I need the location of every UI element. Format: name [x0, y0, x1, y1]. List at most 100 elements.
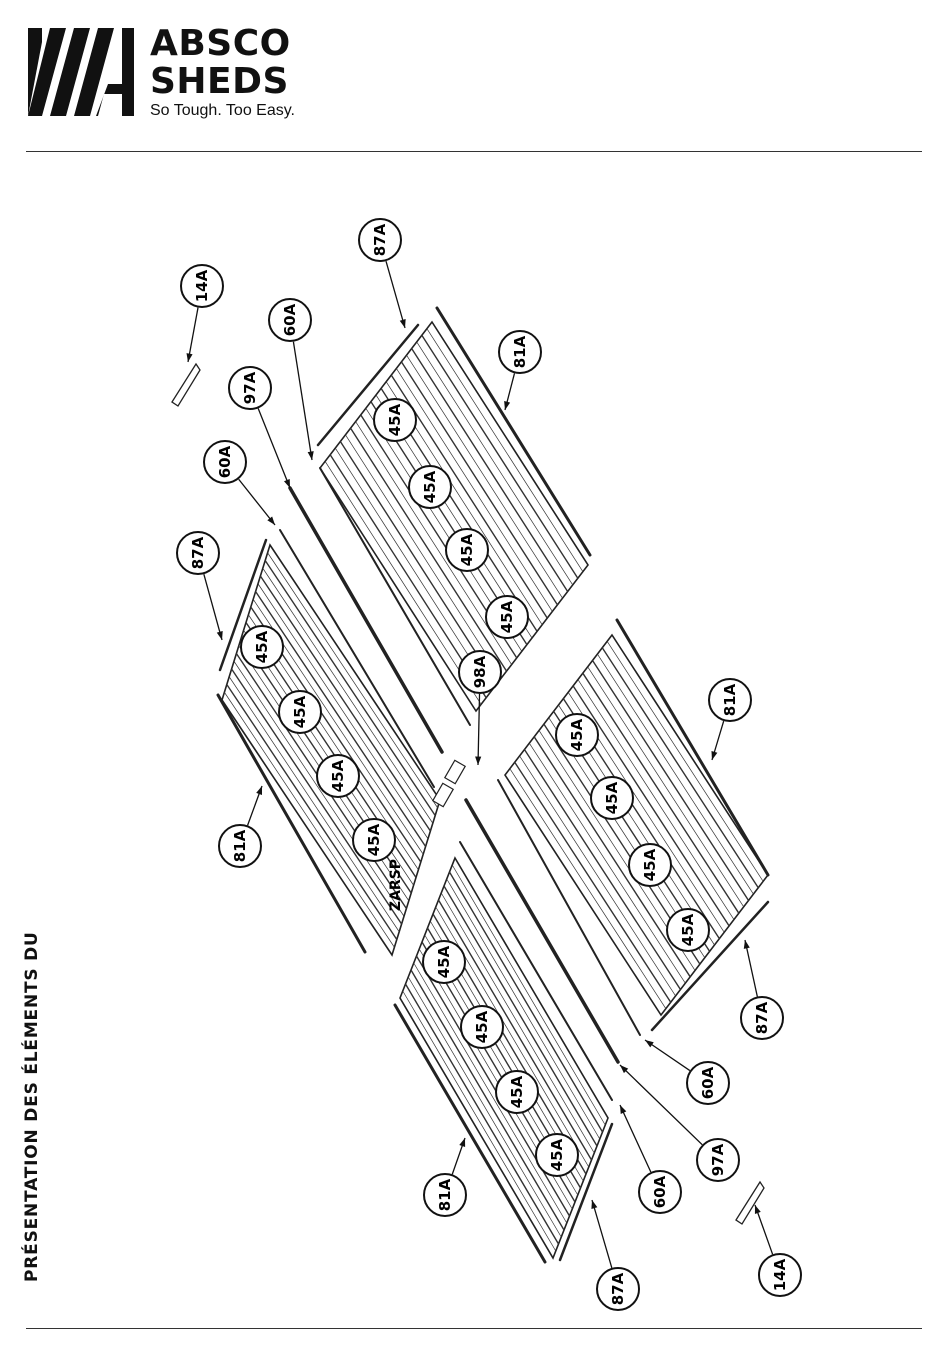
callout-87A: 87A — [741, 997, 783, 1039]
leader-line — [293, 342, 312, 460]
callout-98A: 98A — [459, 651, 501, 693]
end-cap-piece — [172, 364, 200, 406]
callout-14A: 14A — [759, 1254, 801, 1296]
roof-panels — [222, 322, 768, 1258]
callout-label: 87A — [753, 1001, 771, 1034]
callout-label: 45A — [498, 600, 516, 633]
callout-45A: 45A — [317, 755, 359, 797]
callout-label: 45A — [473, 1010, 491, 1043]
callout-label: 45A — [421, 470, 439, 503]
callout-97A: 97A — [697, 1139, 739, 1181]
callout-60A: 60A — [639, 1171, 681, 1213]
callout-45A: 45A — [374, 399, 416, 441]
callout-label: 60A — [216, 445, 234, 478]
callout-45A: 45A — [353, 819, 395, 861]
callout-81A: 81A — [424, 1174, 466, 1216]
callout-45A: 45A — [486, 596, 528, 638]
callout-60A: 60A — [687, 1062, 729, 1104]
leader-line — [745, 940, 757, 997]
callout-label: 45A — [679, 913, 697, 946]
brand-name-line2: SHEDS — [150, 64, 289, 100]
leader-arrow-icon — [475, 756, 481, 765]
callout-45A: 45A — [409, 466, 451, 508]
leader-line — [239, 479, 275, 525]
callout-60A: 60A — [204, 441, 246, 483]
leader-arrow-icon — [284, 479, 290, 488]
callout-87A: 87A — [177, 532, 219, 574]
leader-arrow-icon — [711, 751, 717, 760]
roof-panel-1 — [320, 322, 588, 711]
callout-label: 87A — [609, 1272, 627, 1305]
callout-97A: 97A — [229, 367, 271, 409]
callout-label: 45A — [291, 695, 309, 728]
callout-81A: 81A — [709, 679, 751, 721]
leader-arrow-icon — [186, 353, 192, 362]
callout-label: 81A — [231, 829, 249, 862]
callout-87A: 87A — [597, 1268, 639, 1310]
callout-label: 45A — [603, 781, 621, 814]
absco-logo: ABSCO SHEDS So Tough. Too Easy. — [26, 24, 316, 124]
callout-label: 81A — [436, 1178, 454, 1211]
callout-label: 60A — [281, 303, 299, 336]
callout-label: 81A — [721, 683, 739, 716]
callout-label: 45A — [458, 533, 476, 566]
leader-arrow-icon — [256, 786, 262, 795]
leader-arrow-icon — [400, 319, 406, 328]
callout-label: 81A — [511, 335, 529, 368]
leader-arrow-icon — [591, 1200, 597, 1209]
callout-label: 60A — [651, 1175, 669, 1208]
callout-label: 45A — [365, 823, 383, 856]
callout-label: 45A — [435, 945, 453, 978]
ridge-connector-bracket — [445, 760, 465, 783]
callout-45A: 45A — [423, 941, 465, 983]
callout-14A: 14A — [181, 265, 223, 307]
leader-line — [592, 1200, 612, 1268]
header-divider — [26, 151, 922, 152]
leader-arrow-icon — [217, 631, 223, 640]
callout-45A: 45A — [496, 1071, 538, 1113]
diagram-note: ZARSP — [388, 859, 404, 911]
callout-label: 45A — [508, 1075, 526, 1108]
callout-60A: 60A — [269, 299, 311, 341]
leader-arrow-icon — [459, 1138, 465, 1147]
leader-arrow-icon — [308, 451, 314, 460]
callout-45A: 45A — [629, 844, 671, 886]
callout-81A: 81A — [219, 825, 261, 867]
brand-tagline: So Tough. Too Easy. — [150, 103, 295, 119]
callout-label: 97A — [709, 1143, 727, 1176]
callout-label: 87A — [189, 536, 207, 569]
callout-87A: 87A — [359, 219, 401, 261]
leader-line — [620, 1105, 651, 1172]
callout-45A: 45A — [591, 777, 633, 819]
callout-label: 60A — [699, 1066, 717, 1099]
callout-label: 98A — [471, 655, 489, 688]
callout-45A: 45A — [461, 1006, 503, 1048]
footer-divider — [26, 1328, 922, 1329]
callout-label: 14A — [193, 269, 211, 302]
callout-label: 45A — [568, 718, 586, 751]
callout-label: 14A — [771, 1258, 789, 1291]
callout-label: 97A — [241, 371, 259, 404]
callout-45A: 45A — [241, 626, 283, 668]
brand-name-line1: ABSCO — [150, 26, 291, 62]
callout-45A: 45A — [279, 691, 321, 733]
leader-arrow-icon — [620, 1105, 626, 1114]
callout-81A: 81A — [499, 331, 541, 373]
callout-45A: 45A — [667, 909, 709, 951]
leader-line — [386, 261, 405, 328]
callout-45A: 45A — [556, 714, 598, 756]
callout-label: 45A — [329, 759, 347, 792]
callout-label: 45A — [548, 1138, 566, 1171]
leader-line — [204, 574, 222, 640]
leader-arrow-icon — [755, 1205, 761, 1214]
callout-45A: 45A — [446, 529, 488, 571]
leader-line — [258, 408, 290, 488]
callout-label: 45A — [641, 848, 659, 881]
leader-arrow-icon — [504, 401, 510, 410]
callout-label: 45A — [253, 630, 271, 663]
callout-45A: 45A — [536, 1134, 578, 1176]
leader-arrow-icon — [645, 1040, 654, 1047]
logo-mark-icon — [26, 24, 146, 118]
roof-exploded-diagram: 87A 14A 60A 81A 97A 45A 60A 45A 87A 45A 45A 45A 98A 4… — [0, 160, 950, 1320]
callout-label: 87A — [371, 223, 389, 256]
